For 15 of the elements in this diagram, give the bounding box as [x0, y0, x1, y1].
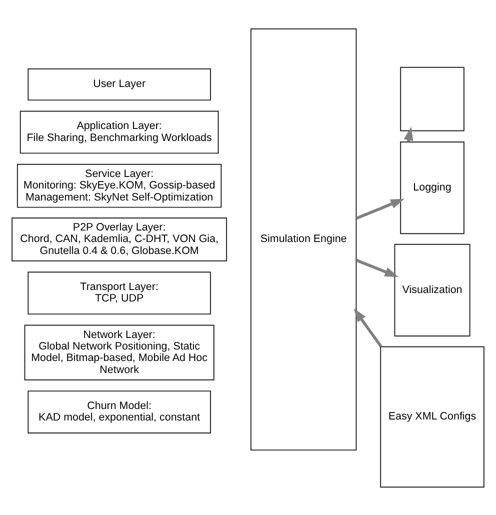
node-box: Transport Layer: TCP, UDP	[28, 271, 211, 314]
node-box: Churn Model: KAD model, exponential, constant	[28, 390, 211, 433]
node-box: User Layer	[28, 68, 211, 100]
node-box: P2P Overlay Layer: Chord, CAN, Kademlia, C-DHT, VON Gia, Gnutella 0.4 & 0.6, Globase.KOM	[12, 217, 228, 261]
node-box: Network Layer: Global Network Positioning, Static Model, Bitmap-based, Mobile Ad Hoc Network	[24, 324, 214, 380]
arrow	[354, 308, 382, 347]
node-box: Visualization	[394, 243, 470, 336]
node-box: Easy XML Configs	[380, 346, 484, 488]
arrow	[356, 258, 398, 277]
node-box: Application Layer: File Sharing, Benchmarking Workloads	[20, 110, 219, 154]
arrow	[356, 198, 404, 220]
node-box: Simulation Engine	[250, 28, 357, 450]
node-box: Service Layer: Monitoring: SkyEye.KOM, Gossip-based Management: SkyNet Self-Optimization	[16, 163, 222, 208]
node-box: Logging	[400, 141, 464, 234]
node-box	[400, 66, 464, 131]
